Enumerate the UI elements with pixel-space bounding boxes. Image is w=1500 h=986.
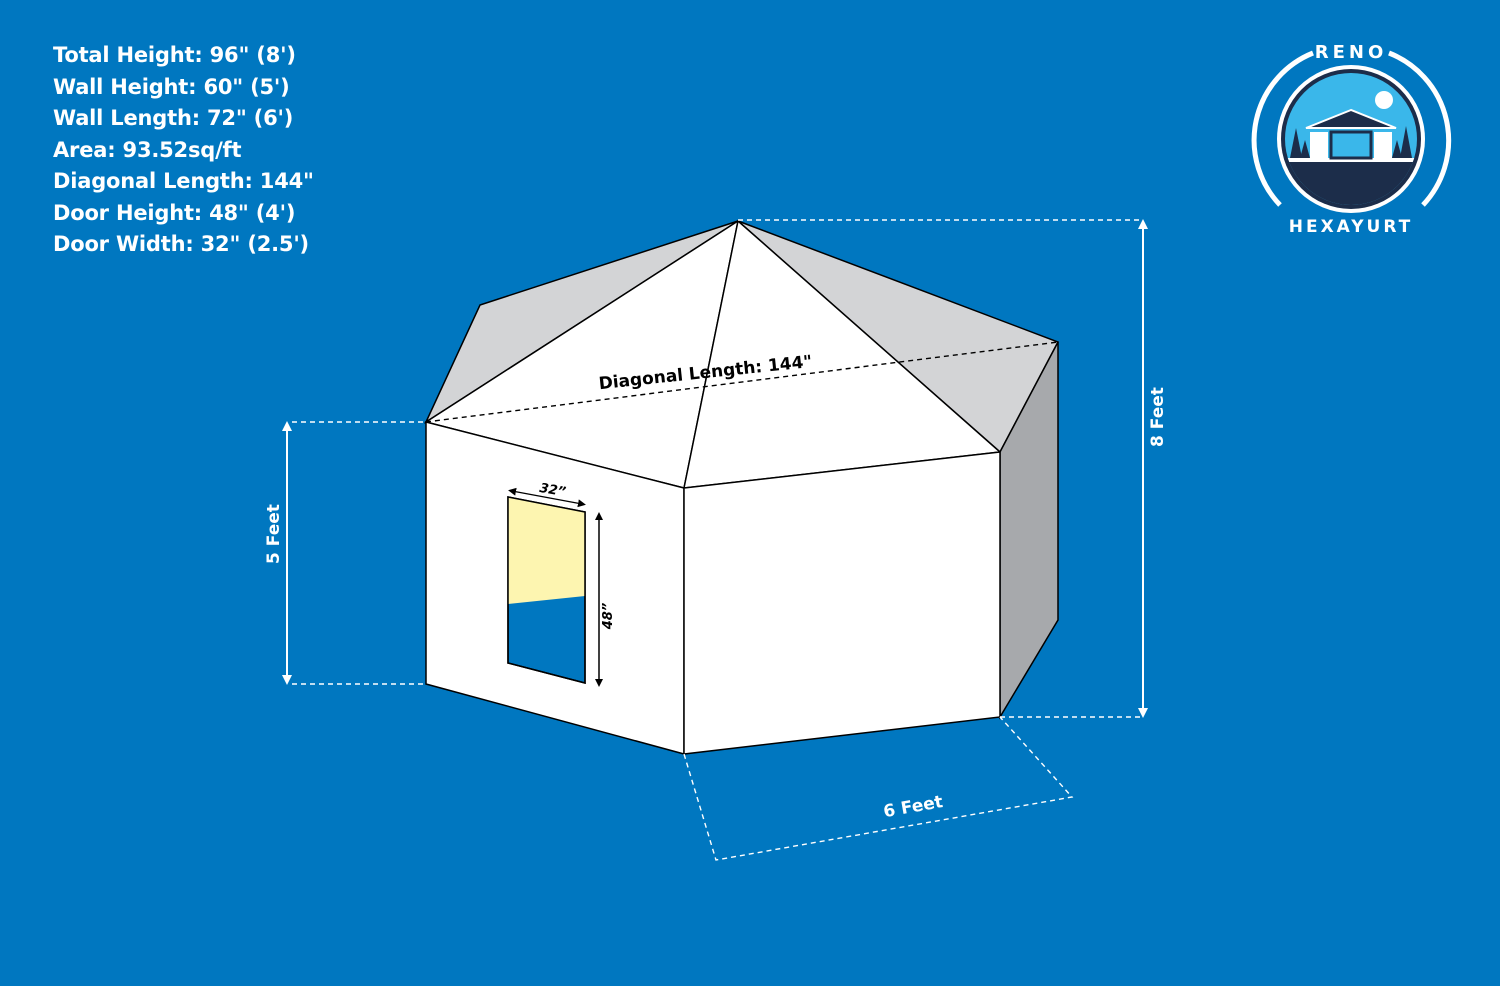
logo-tree-left <box>1290 128 1302 158</box>
moon-icon <box>1375 91 1393 109</box>
reno-hexayurt-logo: RENO HEXAYURT <box>1251 42 1452 237</box>
logo-outer-ring-right <box>1388 50 1452 207</box>
diagonal-dimension-line <box>425 341 1059 423</box>
logo-outer-ring-left <box>1251 50 1314 207</box>
total-height-label: 8 Feet <box>1148 387 1168 447</box>
wall-front-right <box>683 451 1001 755</box>
spec-total-height: Total Height: 96" (8') <box>53 43 296 67</box>
hexayurt-icon-wall-left <box>1310 132 1328 158</box>
logo-ground-band <box>1285 158 1417 162</box>
hexayurt-icon-roof-inner <box>1318 114 1384 127</box>
logo-tree-right <box>1400 126 1412 158</box>
wall-length-label: 6 Feet <box>882 792 944 822</box>
spec-wall-height: Wall Height: 60" (5') <box>53 74 290 99</box>
door-height-label: 48” <box>601 603 616 630</box>
logo-top-text: RENO <box>1315 42 1388 63</box>
logo-bottom-text: HEXAYURT <box>1289 217 1414 237</box>
spec-door-width: Door Width: 32" (2.5') <box>53 232 309 256</box>
spec-list: Total Height: 96" (8') Wall Height: 60" … <box>53 40 314 261</box>
wall-height-label: 5 Feet <box>264 504 284 564</box>
spec-diagonal-length: Diagonal Length: 144" <box>53 169 314 193</box>
spec-wall-length: Wall Length: 72" (6') <box>53 106 294 130</box>
door-width-label: 32” <box>538 481 567 500</box>
hexayurt-icon-wall-right <box>1374 132 1392 158</box>
hexayurt-icon-door <box>1329 130 1373 160</box>
wall-length-dimension <box>683 716 1074 861</box>
logo-tree-left-2 <box>1300 140 1310 158</box>
door-flap <box>508 497 585 604</box>
spec-area: Area: 93.52sq/ft <box>53 137 242 162</box>
logo-tree-right-2 <box>1392 140 1402 158</box>
spec-door-height: Door Height: 48" (4') <box>53 200 296 225</box>
door-width-arrow <box>508 487 586 508</box>
